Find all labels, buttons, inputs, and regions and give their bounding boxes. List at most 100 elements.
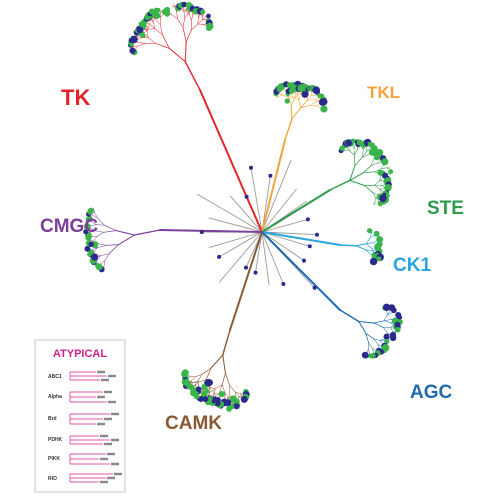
branch-tk [181, 8, 185, 13]
branch-agc [373, 322, 384, 328]
branch-ste [362, 149, 364, 158]
kinase-node-camk [204, 389, 210, 394]
branch-tk [137, 37, 143, 40]
branch-tk [171, 5, 176, 8]
branch-ste [349, 150, 355, 156]
kinase-node-tk [153, 12, 161, 19]
branch-ste [380, 184, 386, 186]
kinase-node-cmgc [83, 223, 91, 231]
branch-ste [363, 171, 376, 174]
branch-tkl [284, 118, 293, 141]
branch-ste [375, 197, 379, 202]
atypical-leaf-label [97, 422, 105, 426]
branch-camk [190, 379, 193, 384]
kinase-node-core [244, 194, 249, 199]
branch-agc [379, 338, 385, 341]
kinase-node-agc [384, 339, 390, 344]
branch-camk [221, 372, 226, 386]
branch-cmgc [97, 218, 105, 226]
branch-tk [173, 3, 176, 8]
trunk-agc [261, 231, 341, 311]
kinase-node-ste [379, 196, 386, 203]
atypical-panel: ATYPICAL ABC1 Alpha Brd PDHK PIKK RIO [34, 339, 126, 493]
kinase-node-agc [389, 334, 397, 342]
kinase-node-core [249, 165, 253, 170]
branch-ste [363, 165, 372, 174]
branch-agc [379, 340, 385, 342]
branch-ste [370, 158, 375, 166]
trunk-camk [229, 231, 263, 331]
branch-tk [176, 11, 178, 19]
branch-cmgc [96, 232, 104, 237]
kinase-node-ste [388, 169, 394, 174]
trunk-cmgc [159, 229, 263, 233]
kinase-node-agc [368, 353, 374, 359]
branch-ste [374, 184, 381, 190]
atypical-leaf-label [101, 378, 109, 382]
atypical-leaf-label [104, 390, 112, 394]
kinase-node-ste [356, 139, 363, 146]
branch-tk [147, 28, 156, 30]
branch-camk [229, 385, 236, 393]
atypical-family-abc1: ABC1 [48, 374, 62, 380]
branch-ste [357, 145, 362, 150]
branch-tk [130, 46, 135, 49]
core-branch [250, 167, 263, 233]
branch-ste [386, 166, 390, 169]
branch-cmgc [89, 230, 96, 233]
branch-cmgc [93, 247, 98, 254]
branch-tkl [288, 97, 294, 100]
branch-tk [138, 43, 145, 47]
branch-ste [349, 164, 356, 181]
branch-tk [159, 24, 163, 35]
branch-tk [201, 19, 207, 21]
kinase-node-ste [375, 148, 384, 157]
branch-ste [354, 156, 363, 166]
branch-cmgc [100, 253, 110, 257]
branch-tkl [300, 104, 311, 109]
group-label-ste: STE [427, 198, 464, 219]
branch-tk [174, 4, 177, 8]
branch-camk [210, 354, 224, 369]
branch-tkl [307, 95, 312, 101]
branch-tk [148, 37, 156, 44]
branch-ste [329, 179, 351, 191]
group-label-tk: TK [61, 85, 90, 110]
kinase-node-tk [206, 13, 211, 19]
branch-agc [368, 342, 373, 349]
branch-tk [177, 18, 184, 28]
kinase-node-ste [345, 139, 353, 147]
branch-ste [379, 188, 384, 192]
branch-ck1 [355, 245, 367, 251]
branch-ck1 [369, 233, 372, 239]
atypical-leaf-label [114, 472, 122, 476]
branch-ste [348, 145, 350, 151]
kinase-node-agc [361, 351, 369, 359]
branch-ste [387, 173, 392, 175]
branch-tkl [294, 93, 300, 98]
branch-cmgc [92, 214, 99, 219]
branch-camk [197, 379, 207, 383]
tree-nodes [83, 1, 403, 412]
branch-ck1 [365, 237, 371, 245]
branch-agc [387, 312, 393, 315]
branch-ck1 [365, 249, 372, 255]
kinase-node-camk [215, 396, 221, 403]
branch-tkl [298, 99, 301, 109]
branch-agc [358, 320, 375, 324]
branch-tkl [291, 107, 302, 120]
kinase-node-tkl [284, 98, 290, 104]
branch-tk [197, 19, 203, 25]
kinase-node-core [253, 270, 258, 275]
kinase-node-agc [382, 303, 391, 312]
group-label-tkl: TKL [367, 83, 400, 102]
group-label-camk: CAMK [165, 413, 222, 434]
branch-tk [155, 18, 161, 25]
atypical-leaf-label [107, 452, 115, 456]
trunk-ck1 [261, 231, 341, 246]
branch-tk [184, 12, 189, 19]
branch-tk [171, 14, 178, 19]
branch-cmgc [100, 260, 106, 265]
core-branch [261, 188, 297, 233]
kinase-node-tk [148, 8, 155, 15]
